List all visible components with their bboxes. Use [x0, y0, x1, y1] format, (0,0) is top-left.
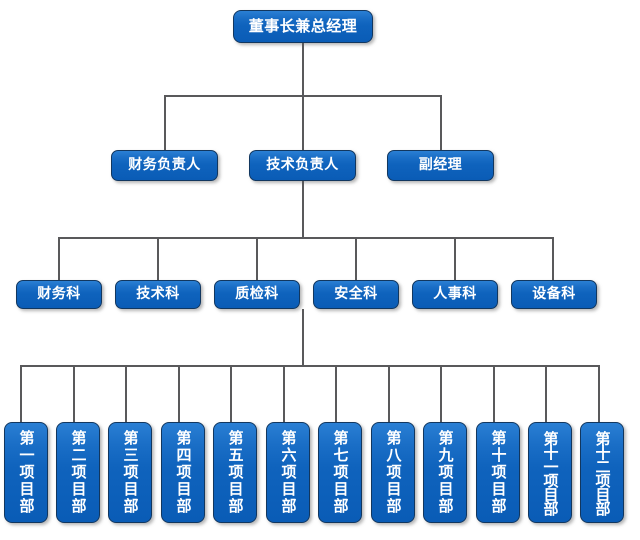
node-finance-section[interactable]: 财务科 [16, 280, 102, 309]
node-label: 财务负责人 [128, 157, 201, 174]
connector-drop-dept-8 [388, 365, 390, 422]
connector-level3-stem [302, 309, 304, 367]
node-label: 技术科 [136, 286, 180, 303]
node-finance-head[interactable]: 财务负责人 [111, 150, 218, 181]
node-label: 第六项目部 [279, 430, 298, 515]
node-personnel-section[interactable]: 人事科 [412, 280, 498, 309]
node-equipment-section[interactable]: 设备科 [511, 280, 597, 309]
node-label: 质检科 [235, 286, 279, 303]
connector-departments-bus [20, 365, 598, 367]
connector-drop-level2-2 [302, 95, 304, 151]
node-project-department-11[interactable]: 第十一项目部 [528, 422, 572, 523]
connector-drop-dept-9 [440, 365, 442, 422]
node-label: 董事长兼总经理 [248, 16, 358, 35]
connector-drop-level2-1 [164, 95, 166, 151]
node-project-department-4[interactable]: 第四项目部 [161, 422, 205, 523]
connector-drop-dept-7 [335, 365, 337, 422]
connector-drop-dept-3 [125, 365, 127, 422]
connector-root-stem [302, 43, 304, 96]
node-label: 财务科 [37, 286, 81, 303]
node-label: 第三项目部 [121, 430, 140, 515]
node-label: 第十一项目部 [541, 430, 560, 515]
connector-drop-level3-2 [157, 237, 159, 281]
node-project-department-1[interactable]: 第一项目部 [4, 422, 48, 523]
connector-drop-dept-2 [73, 365, 75, 422]
connector-drop-dept-4 [178, 365, 180, 422]
connector-drop-dept-6 [283, 365, 285, 422]
node-project-department-5[interactable]: 第五项目部 [213, 422, 257, 523]
node-project-department-12[interactable]: 第十二项目部 [580, 422, 624, 523]
node-label: 第一项目部 [17, 430, 36, 515]
node-label: 第九项目部 [436, 430, 455, 515]
node-label: 第十二项目部 [593, 430, 612, 515]
connector-drop-dept-10 [493, 365, 495, 422]
node-label: 人事科 [433, 286, 477, 303]
node-project-department-3[interactable]: 第三项目部 [108, 422, 152, 523]
node-chairman-general-manager[interactable]: 董事长兼总经理 [233, 10, 373, 43]
connector-drop-dept-11 [545, 365, 547, 422]
node-safety-section[interactable]: 安全科 [313, 280, 399, 309]
node-label: 第七项目部 [331, 430, 350, 515]
node-label: 第五项目部 [226, 430, 245, 515]
node-project-department-10[interactable]: 第十项目部 [476, 422, 520, 523]
node-technical-section[interactable]: 技术科 [115, 280, 201, 309]
node-project-department-6[interactable]: 第六项目部 [266, 422, 310, 523]
connector-level2-stem [302, 181, 304, 238]
node-label: 第二项目部 [69, 430, 88, 515]
connector-drop-dept-12 [598, 365, 600, 422]
node-project-department-9[interactable]: 第九项目部 [423, 422, 467, 523]
connector-drop-level3-1 [58, 237, 60, 281]
node-label: 副经理 [418, 157, 463, 174]
connector-drop-dept-1 [20, 365, 22, 422]
node-label: 技术负责人 [266, 157, 339, 174]
connector-level3-bus [58, 237, 552, 239]
connector-drop-level3-3 [256, 237, 258, 281]
node-project-department-2[interactable]: 第二项目部 [56, 422, 100, 523]
node-project-department-7[interactable]: 第七项目部 [318, 422, 362, 523]
connector-drop-level3-5 [454, 237, 456, 281]
connector-drop-level3-6 [552, 237, 554, 281]
connector-drop-level3-4 [355, 237, 357, 281]
connector-drop-level2-3 [440, 95, 442, 151]
node-technical-head[interactable]: 技术负责人 [249, 150, 356, 181]
node-label: 第四项目部 [174, 430, 193, 515]
connector-drop-dept-5 [230, 365, 232, 422]
node-label: 第八项目部 [384, 430, 403, 515]
node-label: 安全科 [334, 286, 378, 303]
node-deputy-manager[interactable]: 副经理 [387, 150, 494, 181]
node-project-department-8[interactable]: 第八项目部 [371, 422, 415, 523]
node-label: 设备科 [532, 286, 576, 303]
node-quality-inspection-section[interactable]: 质检科 [214, 280, 300, 309]
node-label: 第十项目部 [489, 430, 508, 515]
